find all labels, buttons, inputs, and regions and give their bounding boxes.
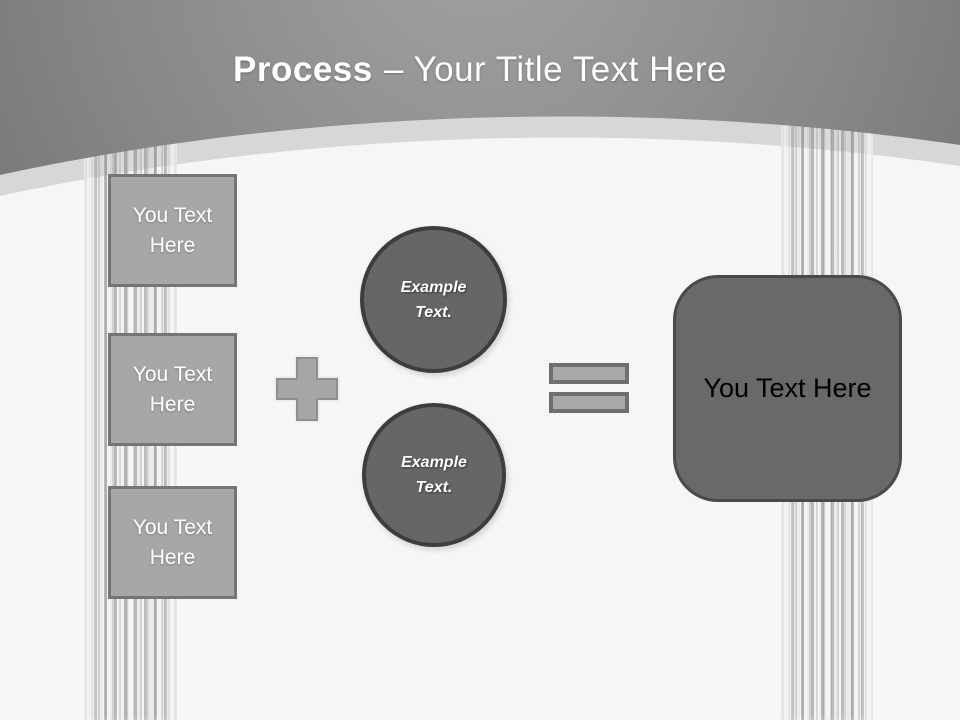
- result-box-label: You Text Here: [703, 373, 872, 403]
- stage-circle-1[interactable]: Example Text.: [360, 226, 507, 373]
- input-box-2[interactable]: You Text Here: [108, 333, 237, 446]
- header-band-arc: [0, 116, 960, 196]
- stage-circle-1-label: Example Text.: [400, 278, 467, 321]
- stage-circle-2[interactable]: Example Text.: [362, 403, 506, 547]
- plus-icon: [274, 355, 340, 423]
- input-box-1-label: You Text Here: [132, 203, 213, 257]
- slide-title-keyword: Process: [233, 50, 373, 89]
- header-arc: [0, 0, 960, 175]
- plus-shape[interactable]: [271, 352, 343, 431]
- input-box-3[interactable]: You Text Here: [108, 486, 237, 599]
- input-box-3-label: You Text Here: [132, 515, 213, 569]
- slide-title[interactable]: Process – Your Title Text Here: [0, 50, 960, 90]
- input-box-1[interactable]: You Text Here: [108, 174, 237, 287]
- result-box[interactable]: You Text Here: [673, 275, 902, 502]
- input-box-2-label: You Text Here: [132, 362, 213, 416]
- equals-icon-bar-top: [549, 363, 629, 384]
- equals-icon-bar-bottom: [549, 392, 629, 413]
- stage-circle-2-label: Example Text.: [401, 454, 467, 496]
- slide-title-rest: – Your Title Text Here: [383, 50, 727, 89]
